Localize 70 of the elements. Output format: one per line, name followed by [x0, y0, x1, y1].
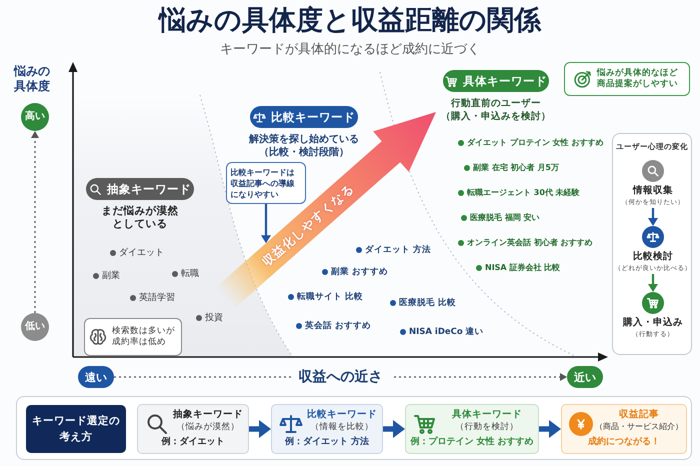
- callout: [226, 162, 306, 204]
- keyword-text: NISA 証券会社 比較: [485, 262, 560, 274]
- category-tag: [443, 70, 549, 92]
- step-title: 購入・申込み: [623, 316, 683, 329]
- category-description: 行動直前のユーザー: [451, 97, 541, 110]
- keyword-text: ダイエット プロテイン 女性 おすすめ: [467, 137, 604, 149]
- keyword-text: ダイエット: [119, 247, 164, 259]
- keyword-text: 医療脱毛 比較: [399, 297, 456, 309]
- arrow: [648, 274, 658, 292]
- process-card: [405, 404, 539, 454]
- axis-end-label: 近い: [567, 366, 603, 388]
- keyword-text: 転職エージェント 30代 未経験: [467, 187, 580, 199]
- arrow: [648, 208, 658, 226]
- callout-text: 検索数は多いが成約率は低め: [112, 326, 176, 348]
- card-subtitle: （商品・サービス紹介）: [595, 421, 683, 433]
- keyword-text: 副業: [102, 270, 120, 282]
- arrow: [249, 420, 271, 438]
- category-description: 解決策を探し始めている: [249, 133, 359, 146]
- category-title: 比較キーワード: [271, 110, 355, 124]
- process-panel: [16, 396, 692, 460]
- arrow: [261, 204, 271, 244]
- keyword-text: 投資: [205, 312, 223, 324]
- keyword-text: 英会話 おすすめ: [305, 320, 371, 332]
- category-description: まだ悩みが漠然としている: [100, 205, 180, 231]
- category-title: 抽象キーワード: [107, 182, 191, 196]
- callout: [84, 318, 182, 356]
- step-title: 比較検討: [633, 250, 673, 263]
- side-panel: [612, 133, 692, 355]
- card-title: 比較キーワード: [307, 409, 377, 421]
- callout-text: 比較キーワードは収益記事への導線になりやすい: [230, 166, 296, 200]
- subtitle: キーワードが具体的になるほど成約に近づく: [220, 41, 480, 58]
- category-description: （購入・申込みを検討）: [441, 110, 551, 123]
- process-card: [271, 404, 383, 454]
- card-example: 例：ダイエット 方法: [284, 436, 370, 448]
- process-card: [561, 404, 687, 454]
- arrow: [539, 420, 561, 438]
- keyword-text: NISA iDeCo 違い: [409, 326, 484, 338]
- card-title: 抽象キーワード: [173, 409, 243, 421]
- keyword-text: 副業 在宅 初心者 月5万: [473, 162, 559, 174]
- axis-title: 悩みの具体度: [14, 64, 51, 94]
- section-heading: キーワード選定の考え方: [26, 405, 126, 453]
- card-example: 例：プロテイン 女性 おすすめ: [410, 436, 534, 448]
- dotted-arrow: [31, 131, 39, 313]
- keyword-text: ダイエット 方法: [365, 244, 431, 256]
- step-title: 情報収集: [633, 184, 673, 197]
- category-description: （比較・検討段階）: [259, 146, 349, 159]
- axis-end-label: 遠い: [78, 366, 114, 388]
- category-tag: [250, 106, 358, 128]
- keyword-text: 転職サイト 比較: [297, 291, 363, 303]
- card-subtitle: （悩みが漠然）: [176, 421, 240, 433]
- card-title: 具体キーワード: [452, 409, 522, 421]
- card-subtitle: （情報を比較）: [310, 421, 374, 433]
- arrow: [383, 420, 405, 438]
- keyword-text: 転職: [181, 268, 199, 280]
- category-title: 具体キーワード: [463, 74, 547, 88]
- diagram-title: 悩みの具体度と収益距離の関係: [159, 4, 541, 38]
- level-label: 高い: [21, 103, 49, 131]
- keyword-text: 医療脱毛 福岡 安い: [470, 212, 540, 224]
- callout: [564, 62, 690, 96]
- callout-text: 悩みが具体的なほど商品提案がしやすい: [596, 68, 679, 90]
- level-label: 低い: [21, 313, 49, 341]
- card-subtitle: （行動を検討）: [456, 421, 518, 433]
- keyword-text: オンライン英会話 初心者 おすすめ: [467, 237, 593, 249]
- keyword-text: 副業 おすすめ: [331, 266, 388, 278]
- card-example: 例：ダイエット: [162, 436, 224, 448]
- process-card: [137, 404, 249, 454]
- keyword-text: 英語学習: [139, 292, 175, 304]
- card-example: 成約につながる！: [588, 436, 660, 448]
- card-title: 収益記事: [619, 409, 659, 421]
- category-tag: [86, 178, 194, 200]
